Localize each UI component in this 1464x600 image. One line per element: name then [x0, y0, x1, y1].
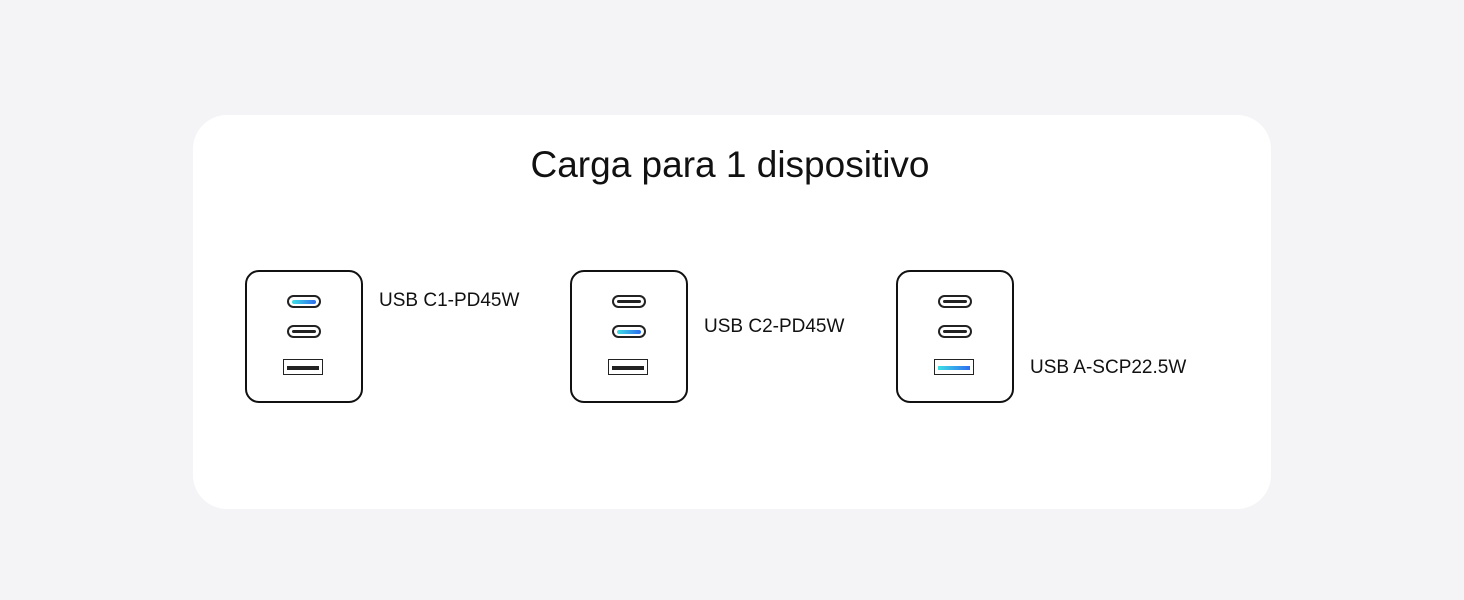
- card: [193, 115, 1271, 509]
- usb-c1-port-icon: [938, 295, 972, 308]
- charger-label: USB A-SCP22.5W: [1030, 357, 1187, 378]
- usb-c2-port-icon: [612, 325, 646, 338]
- usb-c2-port-icon: [287, 325, 321, 338]
- usb-c1-port-icon: [287, 295, 321, 308]
- usb-a-port-icon: [283, 359, 323, 375]
- page-title: Carga para 1 dispositivo: [530, 144, 930, 185]
- charger-c1: [245, 270, 363, 403]
- usb-c2-port-icon: [938, 325, 972, 338]
- charger-label: USB C1-PD45W: [379, 290, 520, 311]
- usb-a-port-icon: [934, 359, 974, 375]
- usb-a-port-icon: [608, 359, 648, 375]
- charger-c2: [570, 270, 688, 403]
- charger-label: USB C2-PD45W: [704, 316, 845, 337]
- charger-a: [896, 270, 1014, 403]
- usb-c1-port-icon: [612, 295, 646, 308]
